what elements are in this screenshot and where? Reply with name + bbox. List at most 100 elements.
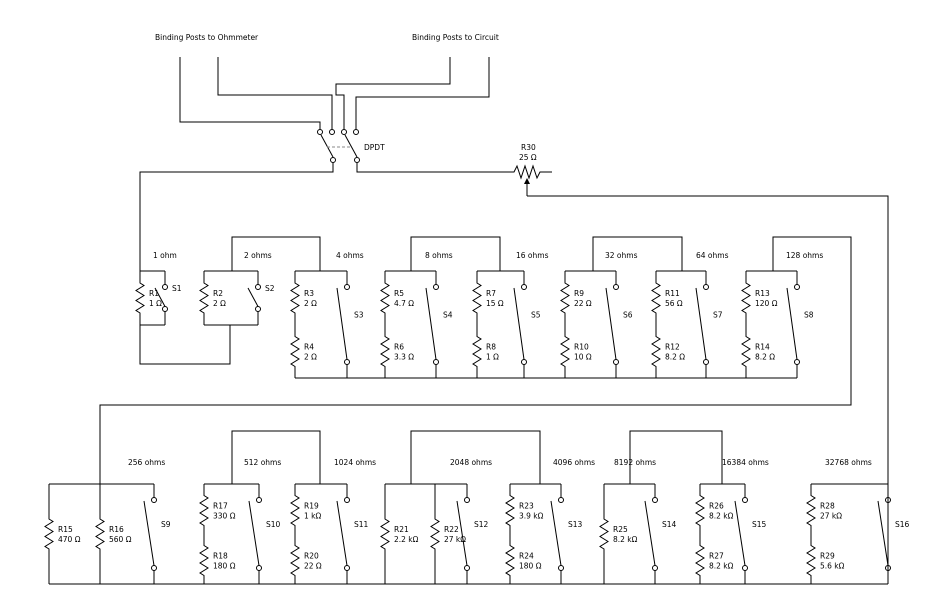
resistor-value: 330 Ω	[213, 512, 236, 521]
resistor-symbol	[290, 537, 300, 584]
resistor-name: R8	[486, 343, 496, 352]
switch-label: S15	[752, 520, 767, 529]
wire	[629, 430, 723, 484]
resistor-name: R16	[109, 525, 124, 534]
switch-terminal	[742, 497, 748, 503]
resistor-name: R26	[709, 502, 724, 511]
resistor-name: R11	[665, 289, 680, 298]
resistor-symbol	[380, 271, 390, 325]
resistor-value: 180 Ω	[213, 562, 236, 571]
switch-terminal	[703, 359, 709, 365]
switch-terminal	[613, 359, 619, 365]
switch-s11: S11	[336, 484, 369, 584]
switch-blade	[877, 500, 889, 566]
resistor-value: 180 Ω	[519, 562, 542, 571]
resistor-name: R29	[820, 552, 835, 561]
resistor-r6: R63.3 Ω	[380, 325, 414, 378]
switch-terminal	[558, 497, 564, 503]
resistor-symbol	[199, 271, 209, 325]
switch-terminal	[521, 359, 527, 365]
resistor-name: R28	[820, 502, 835, 511]
resistor-value: 560 Ω	[109, 535, 132, 544]
switch-terminal	[344, 565, 350, 571]
stage-label: 32768 ohms	[825, 458, 872, 467]
r30-value: 25 Ω	[519, 153, 537, 162]
resistor-value: 1 kΩ	[304, 512, 321, 521]
resistor-symbol	[505, 537, 515, 584]
resistor-r5: R54.7 Ω	[380, 271, 414, 325]
resistor-r4: R42 Ω	[290, 325, 317, 378]
switch-label: S1	[172, 284, 182, 293]
resistor-value: 3.9 kΩ	[519, 512, 544, 521]
switch-label: S2	[265, 284, 275, 293]
switch-s10: S10	[248, 484, 281, 584]
switch-s7: S7	[695, 271, 723, 378]
switch-terminal	[464, 497, 470, 503]
resistor-value: 8.2 kΩ	[709, 562, 734, 571]
resistor-value: 1 Ω	[486, 353, 499, 362]
switch-terminal	[794, 284, 800, 290]
switch-terminal	[433, 359, 439, 365]
resistor-value: 8.2 Ω	[665, 353, 685, 362]
switch-terminal	[613, 284, 619, 290]
resistor-name: R3	[304, 289, 314, 298]
resistor-name: R19	[304, 502, 319, 511]
resistor-value: 2.2 kΩ	[394, 535, 419, 544]
switch-label: S16	[895, 520, 910, 529]
resistor-name: R20	[304, 552, 319, 561]
resistor-value: 22 Ω	[574, 299, 592, 308]
switch-blade	[456, 500, 468, 566]
stage-label: 1 ohm	[153, 251, 177, 260]
switch-blade	[143, 500, 155, 566]
resistor-symbol	[199, 537, 209, 584]
switch-label: S11	[354, 520, 369, 529]
switch-label: S12	[474, 520, 489, 529]
switch-blade	[644, 500, 656, 566]
resistor-value: 56 Ω	[665, 299, 683, 308]
wire	[99, 236, 852, 484]
switch-s4: S4	[425, 271, 453, 378]
switch-blade	[336, 500, 348, 566]
resistor-name: R13	[755, 289, 770, 298]
stage-label: 16384 ohms	[722, 458, 769, 467]
stage-label: 16 ohms	[516, 251, 549, 260]
switch-blade	[425, 287, 437, 360]
switch-terminal	[885, 497, 891, 503]
resistor-name: R5	[394, 289, 404, 298]
resistor-symbol	[651, 325, 661, 378]
resistor-symbol	[290, 271, 300, 325]
switch-blade	[513, 287, 525, 360]
resistor-name: R6	[394, 343, 404, 352]
circuit-header: Binding Posts to Circuit	[412, 33, 499, 42]
switch-terminal	[344, 284, 350, 290]
switch-label: S3	[354, 311, 364, 320]
switch-terminal	[742, 565, 748, 571]
switch-terminal	[151, 497, 157, 503]
resistor-value: 22 Ω	[304, 562, 322, 571]
switch-terminal	[794, 359, 800, 365]
resistor-name: R4	[304, 343, 314, 352]
switch-blade	[550, 500, 562, 566]
resistor-r3: R32 Ω	[290, 271, 317, 325]
resistor-name: R15	[58, 525, 73, 534]
circuit-wiring	[49, 236, 888, 585]
switch-label: S5	[531, 311, 541, 320]
wire	[592, 236, 683, 271]
switch-terminal	[464, 565, 470, 571]
switch-s9: S9	[143, 484, 171, 584]
switch-terminal	[652, 497, 658, 503]
resistor-symbol	[472, 271, 482, 325]
switch-terminal	[344, 497, 350, 503]
resistor-name: R12	[665, 343, 680, 352]
